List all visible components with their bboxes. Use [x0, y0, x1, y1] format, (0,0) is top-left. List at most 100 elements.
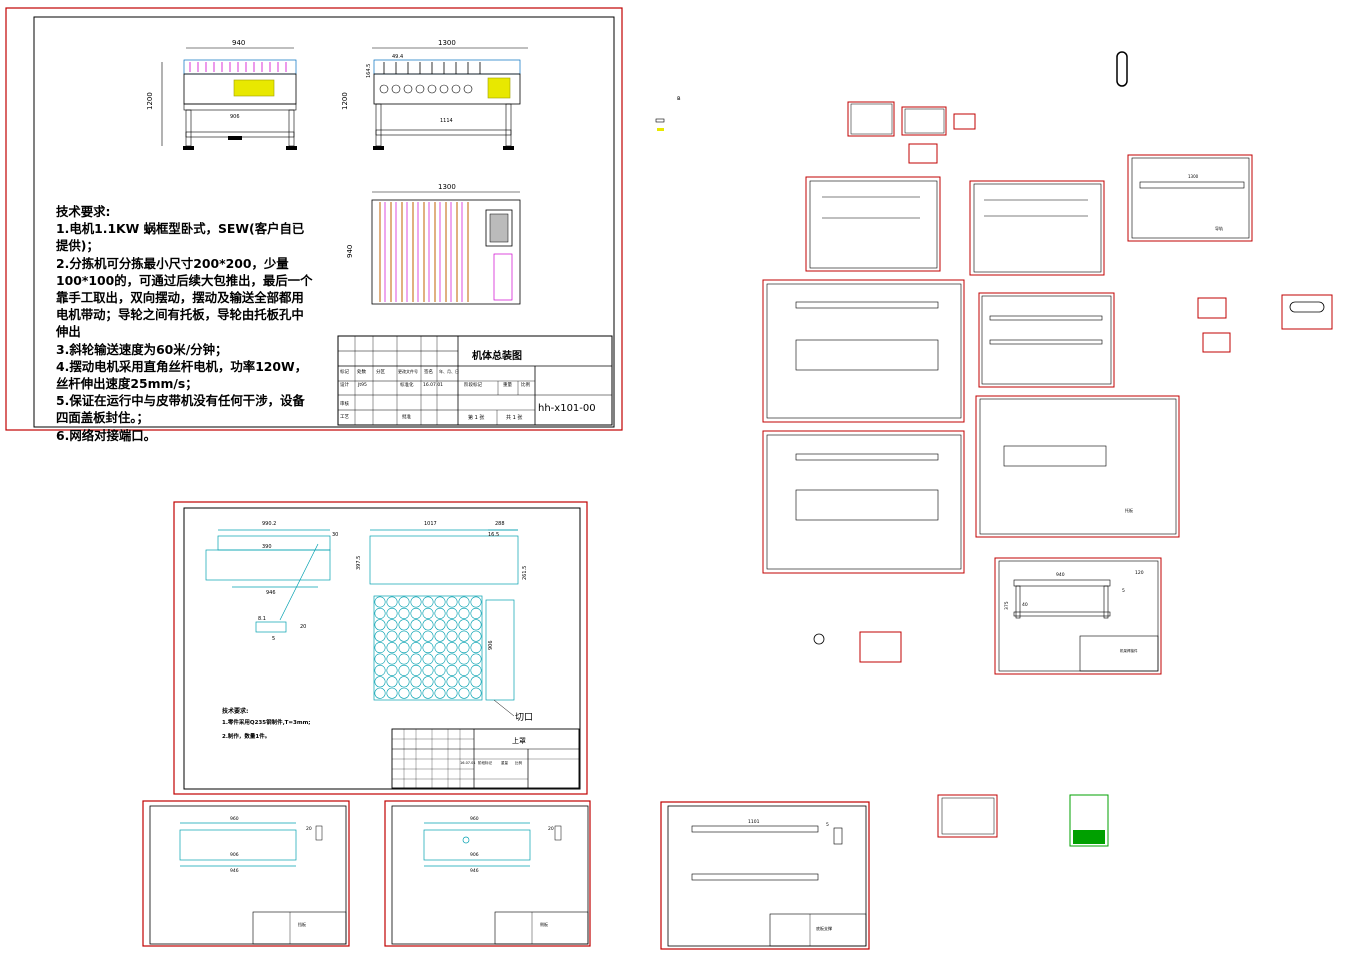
tech-heading: 技术要求:	[56, 204, 111, 219]
tech-item-6: 6.网络对接端口。	[56, 427, 157, 443]
side-view: 1300 49.4 1200 164.5 1114	[341, 39, 528, 150]
cover-dim-288: 288	[495, 521, 505, 527]
perforation-hole	[398, 664, 410, 676]
bs2-side-dim: 20	[548, 826, 554, 832]
cover-dim-390: 390	[262, 544, 272, 550]
frame-dim-940: 940	[1056, 572, 1065, 578]
bottom-sheet-2: 960 906 946 20 侧板	[384, 800, 591, 947]
perforation-hole	[422, 630, 434, 642]
side-inner-dim: 1114	[440, 118, 453, 124]
perforation-hole	[434, 653, 446, 665]
perforation-hole	[386, 596, 398, 608]
perforation-hole	[446, 630, 458, 642]
perforation-hole	[422, 653, 434, 665]
perforation-hole	[398, 630, 410, 642]
bs1-side-dim: 20	[306, 826, 312, 832]
tb-weight-label: 重量	[503, 381, 512, 388]
tb-process-label: 工艺	[340, 414, 349, 420]
tb-approve-label: 批准	[402, 413, 411, 420]
tb-review-label: 审核	[340, 400, 349, 407]
side-left-dim: 164.5	[366, 64, 372, 78]
perforation-hole	[374, 664, 386, 676]
perforation-hole	[458, 676, 470, 688]
front-view: 940 1200 906	[146, 39, 297, 150]
perforation-hole	[446, 619, 458, 631]
perforation-hole	[410, 664, 422, 676]
perforation-hole	[458, 619, 470, 631]
frame-dim-120: 120	[1135, 570, 1144, 576]
perforation-hole	[410, 630, 422, 642]
right-sheets: в 1300 导轨 托板	[655, 51, 1333, 847]
perforation-hole	[410, 687, 422, 699]
cover-sheet: 990.2 1017 288 390 397.5 261.5 946 906 1…	[173, 501, 588, 795]
perforation-hole	[446, 687, 458, 699]
tb-header-count: 处数	[357, 368, 366, 375]
top-height-dim: 940	[346, 245, 354, 258]
front-height-dim: 1200	[146, 92, 154, 110]
cover-dim-width: 990.2	[262, 521, 276, 527]
side-height-dim: 1200	[341, 92, 349, 110]
perforation-hole	[470, 642, 482, 654]
frame-title: 机架焊接件	[1120, 648, 1138, 653]
perforation-hole	[470, 664, 482, 676]
perforation-hole	[446, 642, 458, 654]
perforation-hole	[470, 596, 482, 608]
perforation-hole	[458, 607, 470, 619]
drawing-title: 机体总装图	[472, 349, 522, 362]
tb-stage-label: 阶段标记	[464, 381, 482, 388]
side-top-dim: 49.4	[392, 54, 403, 60]
cover-dim-5: 5	[272, 636, 275, 642]
perforation-hole	[374, 687, 386, 699]
perforation-hole	[398, 653, 410, 665]
bs1-title: 挡板	[298, 921, 306, 927]
bottom-sheet-3: 1101 5 底板支撑	[660, 801, 870, 950]
bs1-top-dim: 960	[230, 816, 239, 822]
perforation-hole	[374, 619, 386, 631]
perforation-hole	[398, 596, 410, 608]
cover-weight-label: 重量	[501, 760, 509, 765]
perforation-hole	[386, 619, 398, 631]
tb-sheet-label: 第 1 张	[468, 414, 484, 421]
technical-requirements: 技术要求: 1.电机1.1KW 蜗框型卧式，SEW(客户自已提供)； 2.分拣机…	[56, 203, 316, 444]
perforation-hole	[458, 596, 470, 608]
top-view: 1300 940	[346, 183, 521, 305]
tb-scale-label: 比例	[521, 381, 530, 388]
cover-date: 16.07.01	[460, 761, 476, 765]
tb-header-sign: 签名	[424, 368, 433, 375]
cover-tech-item-2: 2.制作，数量1件。	[222, 732, 270, 740]
tb-header-zone: 分区	[376, 368, 385, 375]
cover-dim-1017: 1017	[424, 521, 437, 527]
tb-total-label: 共 1 张	[506, 414, 522, 421]
cover-dim-946: 946	[266, 590, 276, 596]
perforation-hole	[386, 687, 398, 699]
perforation-hole	[386, 676, 398, 688]
svg-text:в: в	[677, 95, 681, 102]
perforation-hole	[374, 676, 386, 688]
perforation-hole	[458, 664, 470, 676]
plate-title: 托板	[1125, 507, 1133, 513]
perforation-hole	[398, 676, 410, 688]
perforation-hole	[446, 653, 458, 665]
perforation-hole	[398, 619, 410, 631]
perforation-hole	[374, 630, 386, 642]
bottom-sheet-1: 960 906 946 20 挡板	[142, 800, 350, 947]
frame-dim-5: 5	[1122, 588, 1125, 594]
cover-scale-label: 比例	[515, 760, 523, 765]
perforation-hole	[470, 653, 482, 665]
bs2-title: 侧板	[540, 921, 548, 927]
bs1-inner-dim: 906	[230, 852, 239, 858]
bs3-title: 底板支撑	[816, 925, 832, 931]
cover-dim-30: 30	[332, 532, 338, 538]
bs3-top-dim: 1101	[748, 819, 760, 825]
perforation-hole	[374, 642, 386, 654]
perforation-hole	[422, 607, 434, 619]
tb-designer: Jt95	[357, 382, 367, 388]
perforation-hole	[410, 676, 422, 688]
tb-header-mark: 标记	[340, 368, 349, 375]
perforation-hole	[470, 619, 482, 631]
perforation-hole	[374, 596, 386, 608]
perforation-hole	[434, 642, 446, 654]
perforation-hole	[446, 596, 458, 608]
perforation-hole	[470, 687, 482, 699]
perforation-hole	[434, 664, 446, 676]
